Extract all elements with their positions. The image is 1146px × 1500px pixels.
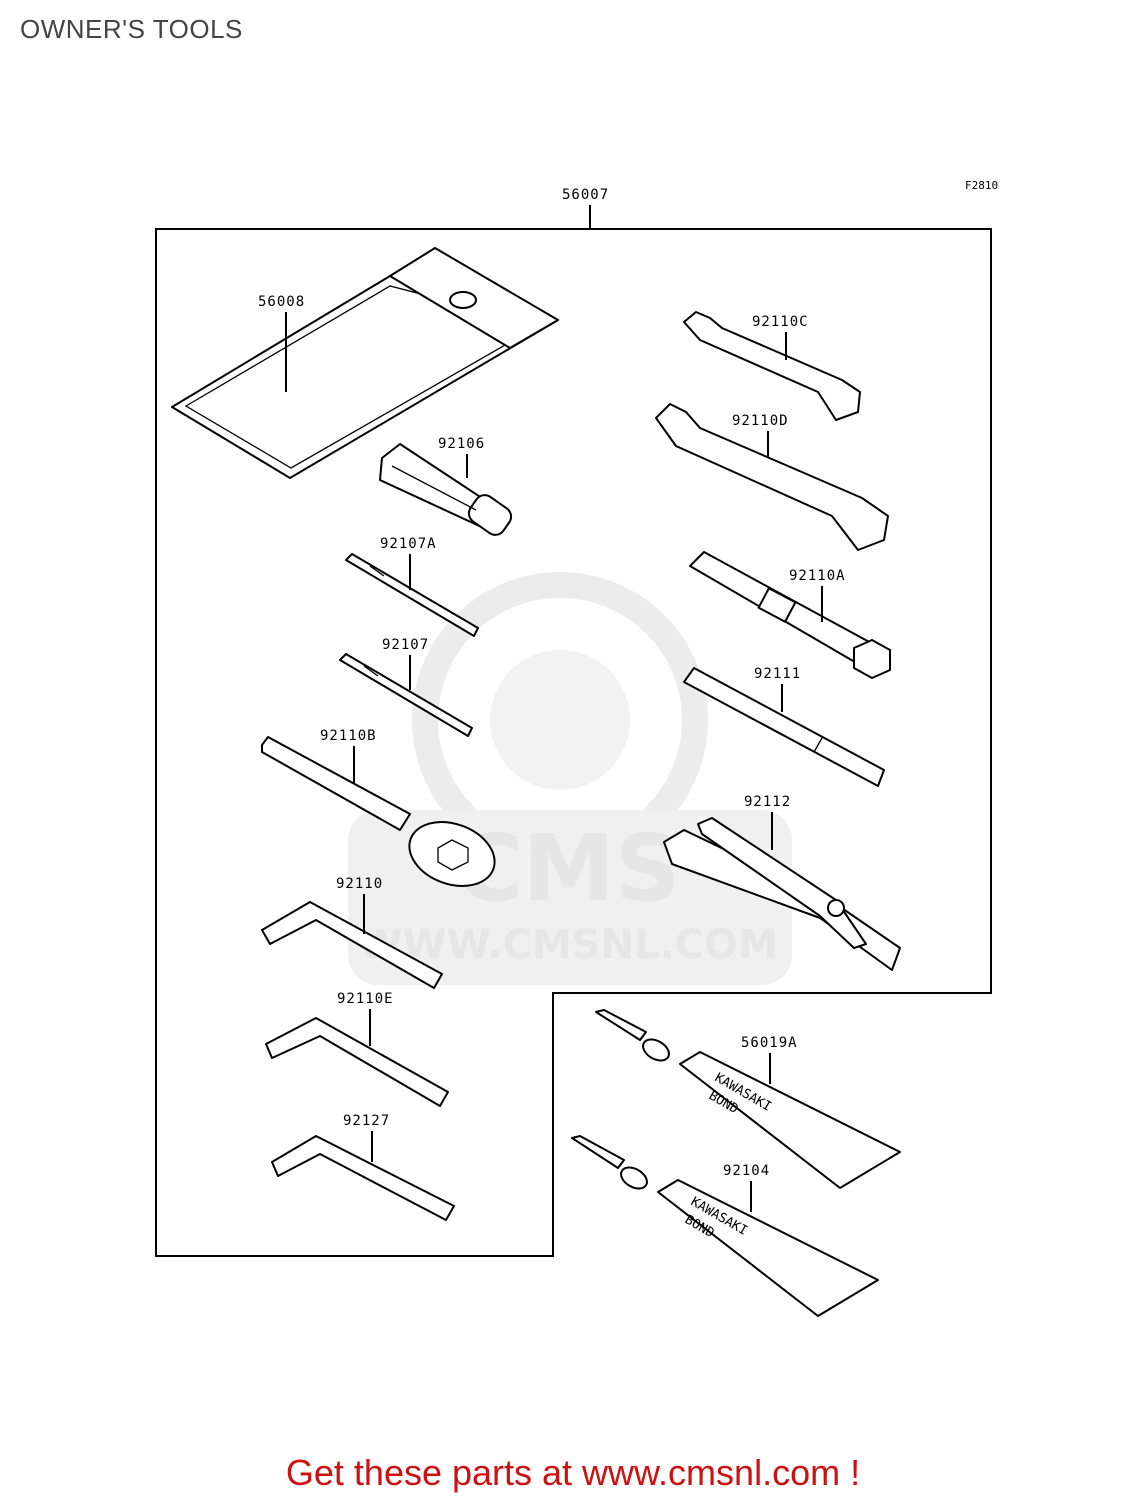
part-label-92106: 92106 [438,436,485,452]
hex-key-medium [265,1017,449,1107]
part-label-56019A: 56019A [741,1035,798,1051]
screwdriver-bit-a [345,553,479,637]
tool-bag [171,247,559,479]
pliers [663,817,901,971]
part-label-92112: 92112 [744,794,791,810]
open-wrench-c [683,311,861,421]
page-title: OWNER'S TOOLS [20,14,243,44]
part-label-92111: 92111 [754,666,801,682]
hex-key-large [261,901,443,989]
box-wrench [689,551,891,679]
kit-outline [155,228,992,1257]
part-label-92107A: 92107A [380,536,437,552]
part-label-92107: 92107 [382,637,429,653]
open-wrench-d [655,403,889,551]
part-label-56007: 56007 [562,187,609,203]
hex-key-small [271,1135,455,1221]
part-label-92127: 92127 [343,1113,390,1129]
promo-link[interactable]: Get these parts at www.cmsnl.com ! [285,1452,861,1493]
screwdriver-bit [339,653,473,737]
part-label-92104: 92104 [723,1163,770,1179]
part-label-92110D: 92110D [732,413,789,429]
part-label-92110: 92110 [336,876,383,892]
part-label-56008: 56008 [258,294,305,310]
figure-code: F2810 [965,179,998,192]
plug-wrench [379,443,513,536]
part-label-92110C: 92110C [752,314,809,330]
handle [683,667,885,787]
ring-wrench [261,736,496,887]
part-label-92110A: 92110A [789,568,846,584]
part-label-92110B: 92110B [320,728,377,744]
watermark-url: WWW.CMSNL.COM [358,922,778,968]
part-label-92110E: 92110E [337,991,394,1007]
